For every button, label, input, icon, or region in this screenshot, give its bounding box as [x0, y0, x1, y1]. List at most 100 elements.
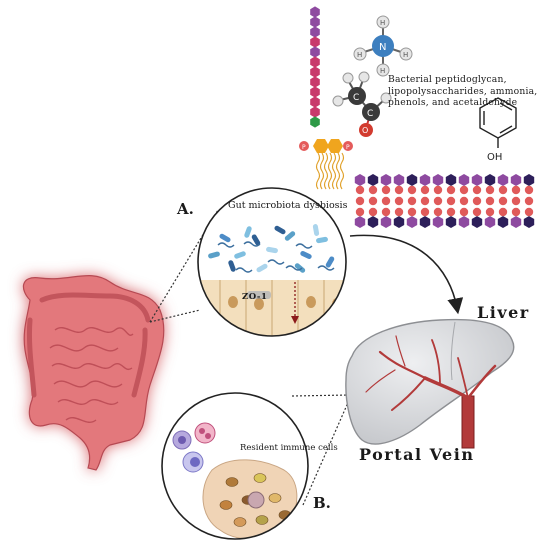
granule-icon: [233, 517, 247, 527]
panel-b-marker: B.: [313, 494, 331, 512]
immune-cells-panel: [161, 392, 309, 540]
svg-text:H: H: [357, 51, 362, 59]
membrane-glycan-icon: [510, 174, 522, 186]
lipid-head-icon: [524, 196, 534, 206]
sugar-unit-icon: [310, 76, 320, 88]
bacterium-icon: [208, 251, 220, 259]
bacterium-icon: [251, 234, 261, 246]
svg-text:P: P: [346, 144, 350, 151]
lipid-tail: [335, 152, 341, 190]
bacterium-icon: [325, 256, 335, 268]
flow-arrow-icon: [349, 234, 464, 315]
membrane-glycan-icon: [380, 174, 392, 186]
lipid-head-icon: [407, 185, 417, 195]
ammonia-molecule-icon: N H H H H: [353, 15, 413, 77]
zo1-label: ZO-1: [242, 292, 268, 302]
lipid-tail: [339, 152, 345, 190]
lipid-head-icon: [498, 207, 508, 217]
sugar-unit-icon: [310, 6, 320, 18]
membrane-glycan-icon: [367, 174, 379, 186]
lipid-head-icon: [524, 185, 534, 195]
lipid-head-icon: [472, 185, 482, 195]
lipid-head-icon: [485, 196, 495, 206]
spirochete-icon: [295, 243, 313, 249]
phosphate-right-icon: [343, 141, 353, 151]
spirochete-icon: [285, 265, 303, 271]
granule-icon: [219, 500, 233, 510]
sugar-unit-icon: [310, 116, 320, 128]
granule-icon: [225, 477, 239, 487]
spirochete-icon: [235, 267, 253, 273]
membrane-glycan-icon: [432, 174, 444, 186]
membrane-glycan-icon: [497, 216, 509, 228]
lps-chain: P P: [299, 6, 353, 190]
membrane-glycan-icon: [380, 216, 392, 228]
lipid-head-icon: [407, 207, 417, 217]
bacterium-icon: [234, 251, 246, 259]
lipid-head-icon: [420, 185, 430, 195]
svg-text:N: N: [379, 42, 386, 53]
bacterium-icon: [300, 251, 312, 259]
membrane-glycan-icon: [419, 174, 431, 186]
membrane-glycan-icon: [484, 174, 496, 186]
svg-text:P: P: [302, 144, 306, 151]
lipid-head-icon: [420, 207, 430, 217]
lipid-head-icon: [355, 185, 365, 195]
lipid-head-icon: [368, 196, 378, 206]
membrane-glycan-icon: [458, 216, 470, 228]
sugar-unit-icon: [310, 16, 320, 28]
lipid-tail: [331, 152, 337, 190]
spirochete-icon: [243, 241, 261, 247]
lipid-head-icon: [459, 185, 469, 195]
nucleus-icon: [247, 491, 265, 509]
lipid-head-icon: [524, 207, 534, 217]
sugar-unit-icon: [310, 36, 320, 48]
sugar-unit-icon: [310, 46, 320, 58]
membrane-glycan-icon: [484, 216, 496, 228]
bacterium-icon: [228, 260, 236, 272]
sugar-unit-icon: [310, 96, 320, 108]
bacterium-icon: [244, 226, 252, 238]
lipid-head-icon: [498, 196, 508, 206]
lipid-head-icon: [511, 207, 521, 217]
bacterium-icon: [284, 231, 296, 241]
lipid-head-icon: [446, 196, 456, 206]
membrane-glycan-icon: [497, 174, 509, 186]
membrane-glycan-icon: [393, 216, 405, 228]
lipid-head-icon: [394, 185, 404, 195]
phenol-ring-icon: [479, 97, 517, 148]
svg-text:C: C: [353, 93, 359, 103]
spirochete-icon: [217, 242, 235, 248]
lipid-head-icon: [472, 196, 482, 206]
liver-illustration: [345, 318, 515, 449]
lipid-head-icon: [485, 185, 495, 195]
membrane-glycan-icon: [471, 216, 483, 228]
membrane-glycan-icon: [367, 216, 379, 228]
membrane-glycan-icon: [471, 174, 483, 186]
spirochete-icon: [317, 265, 335, 271]
membrane-glycan-icon: [419, 216, 431, 228]
bacterium-icon: [219, 233, 231, 243]
granulocyte-icon: [194, 422, 216, 444]
intestine-illustration: [22, 275, 165, 471]
membrane-glycan-icon: [458, 174, 470, 186]
lipid-bilayer-membrane: [354, 174, 535, 228]
panel-a-marker: A.: [177, 200, 194, 218]
svg-text:H: H: [403, 51, 408, 59]
bacterium-icon: [294, 263, 306, 273]
lipid-head-icon: [498, 185, 508, 195]
lipid-head-icon: [472, 207, 482, 217]
sugar-unit-icon: [310, 106, 320, 118]
lipid-head-icon: [381, 207, 391, 217]
portal-vein-trunk: [461, 395, 475, 449]
lipid-head-icon: [407, 196, 417, 206]
svg-text:H: H: [380, 19, 385, 27]
bacterium-icon: [266, 246, 278, 254]
phosphate-left-icon: [299, 141, 309, 151]
lipid-head-icon: [433, 196, 443, 206]
lipid-head-icon: [459, 207, 469, 217]
bacterium-icon: [316, 236, 328, 244]
spirochete-icon: [267, 259, 285, 265]
lipid-head-icon: [433, 207, 443, 217]
